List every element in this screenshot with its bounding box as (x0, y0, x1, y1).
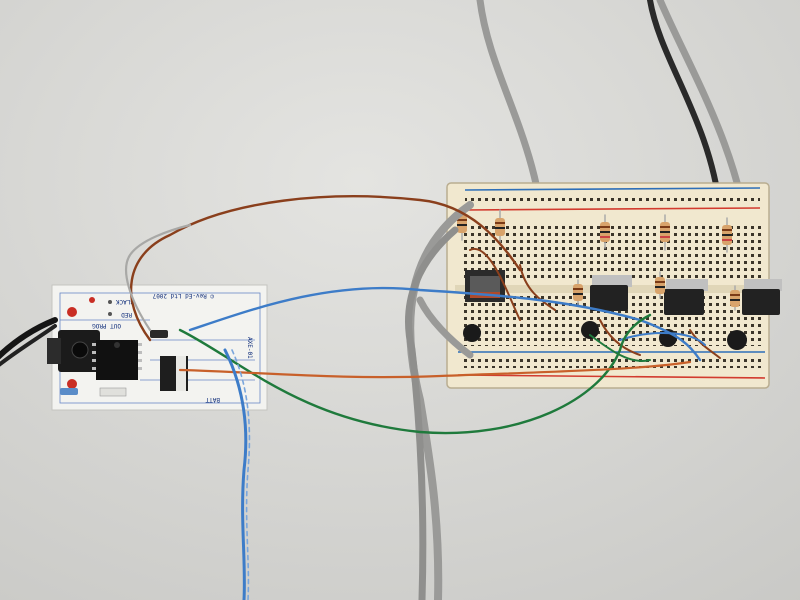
pcb-mount-hole (67, 379, 77, 389)
pcb-label-red: RED (121, 311, 132, 318)
rail-line-red-top (464, 207, 761, 211)
pcb-board: BLACK RED OUT PROG © Rev-Ed Ltd 2007 AXE… (47, 284, 268, 411)
pcb-connector (160, 356, 188, 391)
grey-cables-front (405, 201, 474, 600)
wire-blue (188, 286, 702, 362)
resistors (457, 209, 740, 311)
pcb-mount-hole (67, 307, 77, 317)
wire-blue-twisted (223, 348, 248, 600)
pcb-label-part-no: AXE-01 (246, 337, 253, 359)
power-transistors (590, 275, 782, 315)
rail-line-blue-top (464, 187, 761, 191)
pcb-header (99, 387, 127, 397)
pcb-resistor (60, 388, 78, 395)
long-wires (125, 195, 702, 600)
wire-orange (178, 360, 692, 379)
audio-jack (47, 330, 100, 372)
rail-line-red-bottom (457, 374, 766, 379)
pcb-capacitor (150, 330, 168, 338)
wire-green (178, 313, 652, 435)
wire-brown (130, 195, 522, 342)
black-cable (0, 317, 58, 367)
dip-ic-chip (92, 340, 142, 380)
pcb-label-copyright: © Rev-Ed Ltd 2007 (152, 292, 214, 299)
pcb-label-batt: BATT (205, 396, 220, 403)
small-transistors (463, 321, 747, 350)
pcb-mount-hole (89, 297, 95, 303)
pcb-label-black: BLACK (116, 298, 134, 305)
wire-grey (125, 223, 192, 332)
jumper-wires (469, 247, 721, 362)
pcb-label-out-prog: OUT PROG (92, 322, 121, 329)
